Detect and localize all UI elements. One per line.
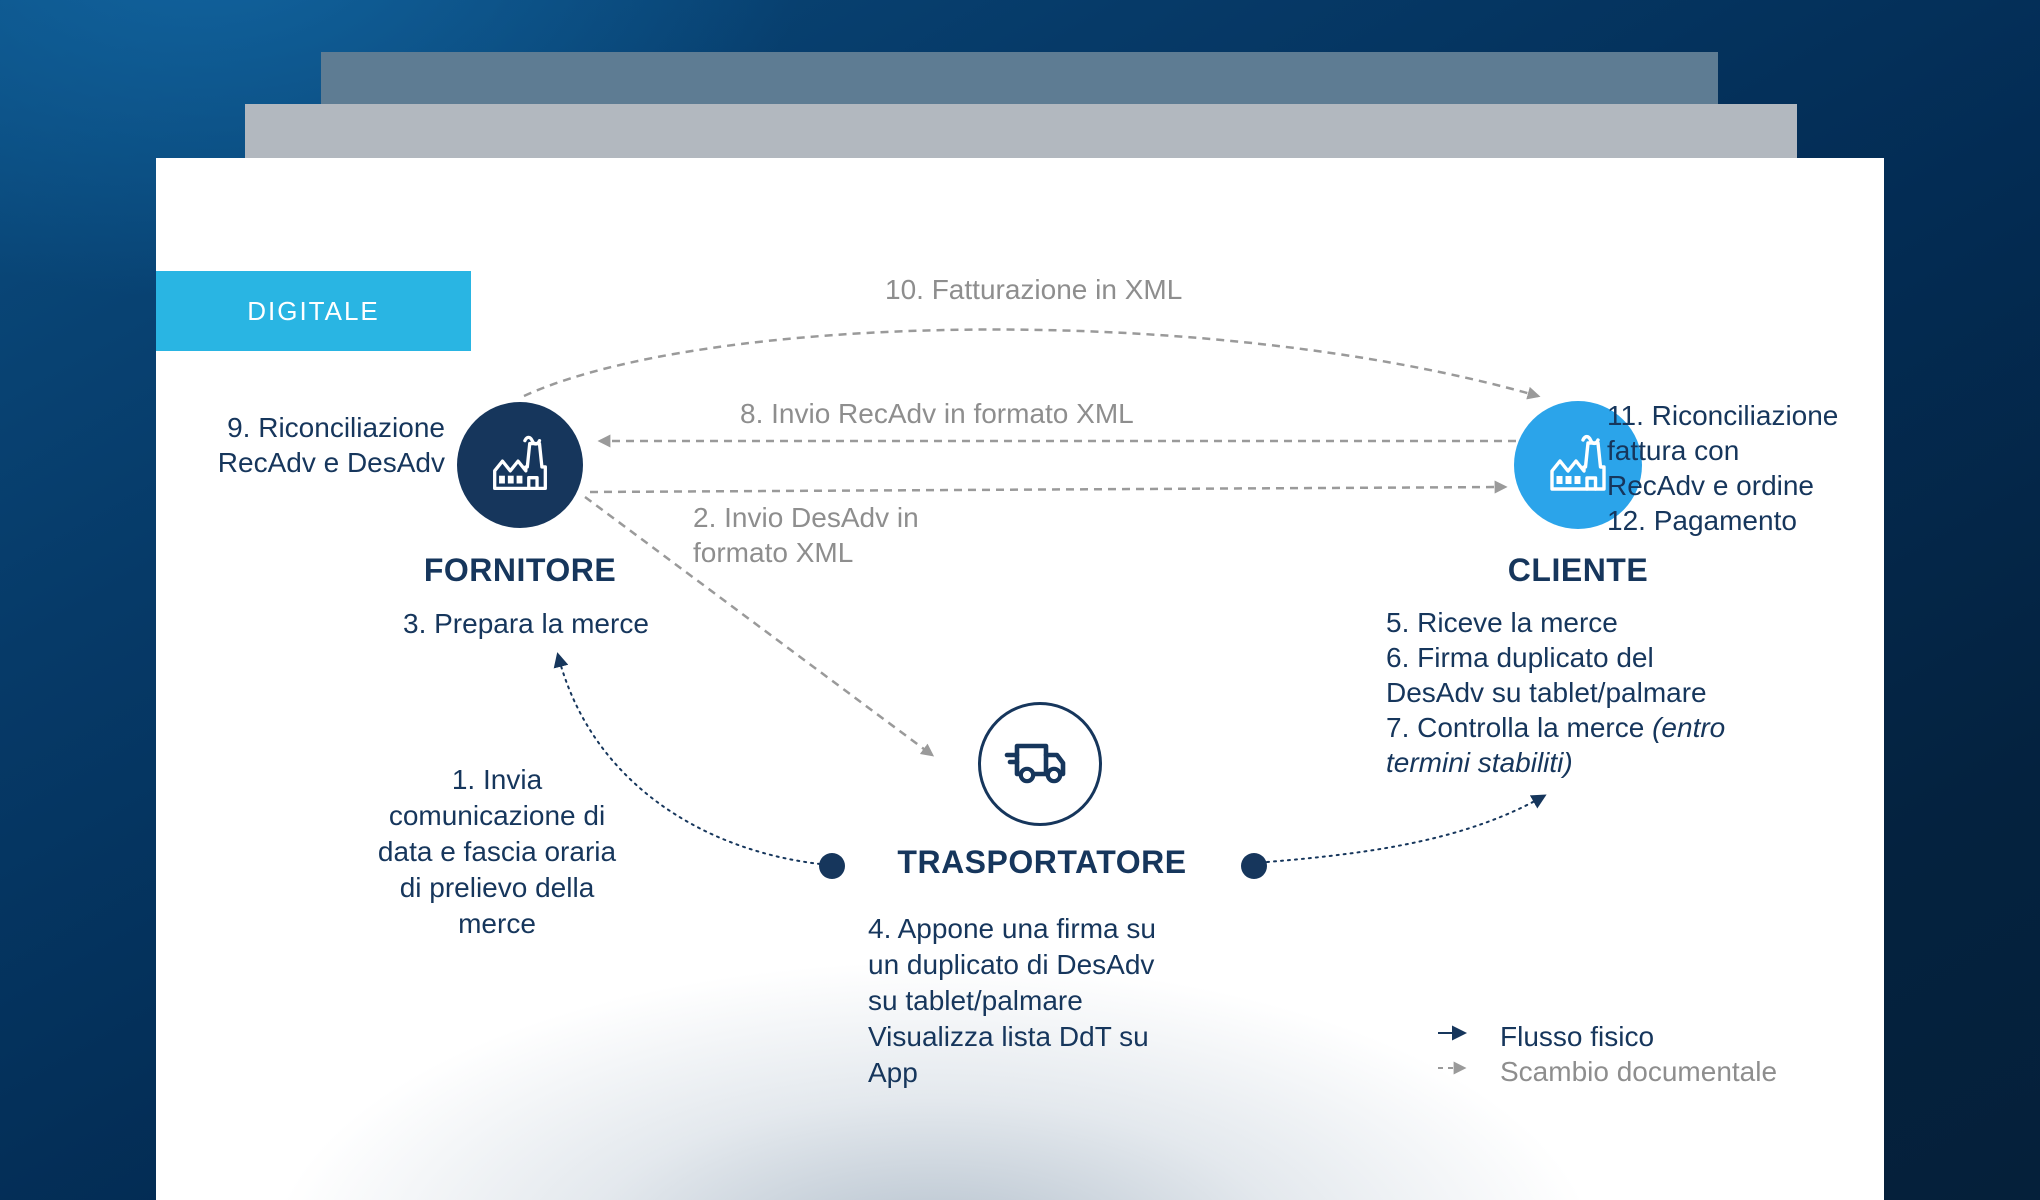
fornitore-node	[457, 402, 583, 528]
factory-icon	[493, 435, 547, 491]
cliente-label: CLIENTE	[1507, 552, 1649, 588]
fornitore-step1: 1. Invia comunicazione di data e fascia …	[377, 764, 617, 939]
fornitore-step3: 3. Prepara la merce	[403, 608, 649, 639]
cliente-step7-italic-text: (entro termini stabiliti)	[1386, 712, 1726, 778]
cliente-steps-11-12: 11. Riconciliazione fattura con RecAdv e…	[1607, 400, 1839, 536]
fornitore-step9-note: 9. Riconciliazione RecAdv e DesAdv	[217, 412, 445, 478]
cliente-steps-5-6-7: 5. Riceve la merce 6. Firma duplicato de…	[1386, 605, 1725, 780]
flow-desadv-label: 2. Invio DesAdv in formato XML	[693, 502, 919, 568]
flow-recadv-label: 8. Invio RecAdv in formato XML	[740, 398, 1134, 429]
digitale-badge: DIGITALE	[156, 271, 471, 351]
trasportatore-step4: 4. Appone una firma su un duplicato di D…	[868, 913, 1156, 1088]
trasportatore-label: TRASPORTATORE	[897, 844, 1187, 880]
legend-physical-label: Flusso fisico	[1500, 1021, 1655, 1052]
trasportatore-node	[978, 702, 1102, 826]
digitale-badge-label: DIGITALE	[247, 295, 380, 326]
cliente-steps-5-6-7-text: 5. Riceve la merce 6. Firma duplicato de…	[1386, 607, 1707, 743]
flow-invoice-label: 10. Fatturazione in XML	[885, 274, 1183, 305]
fornitore-label: FORNITORE	[423, 552, 617, 588]
factory-icon	[1550, 434, 1606, 491]
cliente-node	[1514, 401, 1642, 529]
truck-icon	[1004, 743, 1066, 784]
legend-documental-label: Scambio documentale	[1500, 1056, 1778, 1087]
